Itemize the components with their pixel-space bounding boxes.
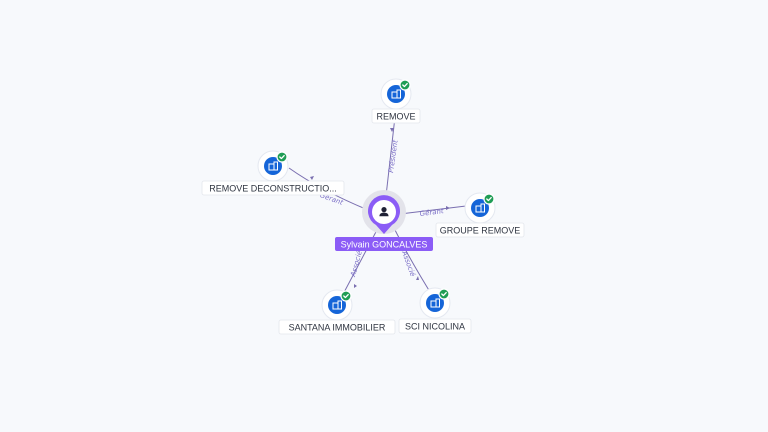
company-name: REMOVE <box>376 112 415 122</box>
arrow-icon <box>310 176 314 180</box>
check-icon <box>438 288 450 300</box>
arrow-icon <box>416 276 419 280</box>
company-label-remove-deconstruction[interactable]: REMOVE DECONSTRUCTIO... <box>201 180 345 196</box>
edge-label-santana-immobilier: Associé <box>349 249 364 278</box>
edge-label-groupe-remove: Gérant <box>419 207 444 218</box>
company-label-sci-nicolina[interactable]: SCI NICOLINA <box>398 318 472 334</box>
check-icon <box>399 79 411 91</box>
company-node-remove-deconstruction[interactable] <box>257 150 289 182</box>
edge-label-sci-nicolina: Associé <box>400 249 417 278</box>
company-node-santana-immobilier[interactable] <box>321 289 353 321</box>
arrow-icon <box>390 128 394 132</box>
company-label-santana-immobilier[interactable]: SANTANA IMMOBILIER <box>278 319 396 335</box>
person-name: Sylvain GONCALVES <box>341 240 428 250</box>
company-name: SANTANA IMMOBILIER <box>289 323 386 333</box>
building-icon <box>391 89 401 99</box>
company-node-groupe-remove[interactable] <box>464 192 496 224</box>
building-icon <box>430 298 440 308</box>
center-person-node[interactable] <box>362 190 406 234</box>
company-name: GROUPE REMOVE <box>440 226 521 236</box>
check-icon <box>276 151 288 163</box>
check-icon <box>340 290 352 302</box>
arrow-icon <box>446 206 450 210</box>
company-name: REMOVE DECONSTRUCTIO... <box>209 184 337 194</box>
building-icon <box>475 203 485 213</box>
center-person-label[interactable]: Sylvain GONCALVES <box>335 237 433 251</box>
company-label-remove[interactable]: REMOVE <box>371 108 421 124</box>
edge-label-remove: Président <box>387 139 400 173</box>
edge-groupe-remove <box>399 205 467 215</box>
check-icon <box>483 193 495 205</box>
company-label-groupe-remove[interactable]: GROUPE REMOVE <box>435 222 525 238</box>
person-icon <box>379 207 389 217</box>
building-icon <box>268 161 278 171</box>
company-node-remove[interactable] <box>380 78 412 110</box>
building-icon <box>332 300 342 310</box>
company-name: SCI NICOLINA <box>405 322 465 332</box>
arrow-icon <box>354 284 357 288</box>
company-node-sci-nicolina[interactable] <box>419 287 451 319</box>
